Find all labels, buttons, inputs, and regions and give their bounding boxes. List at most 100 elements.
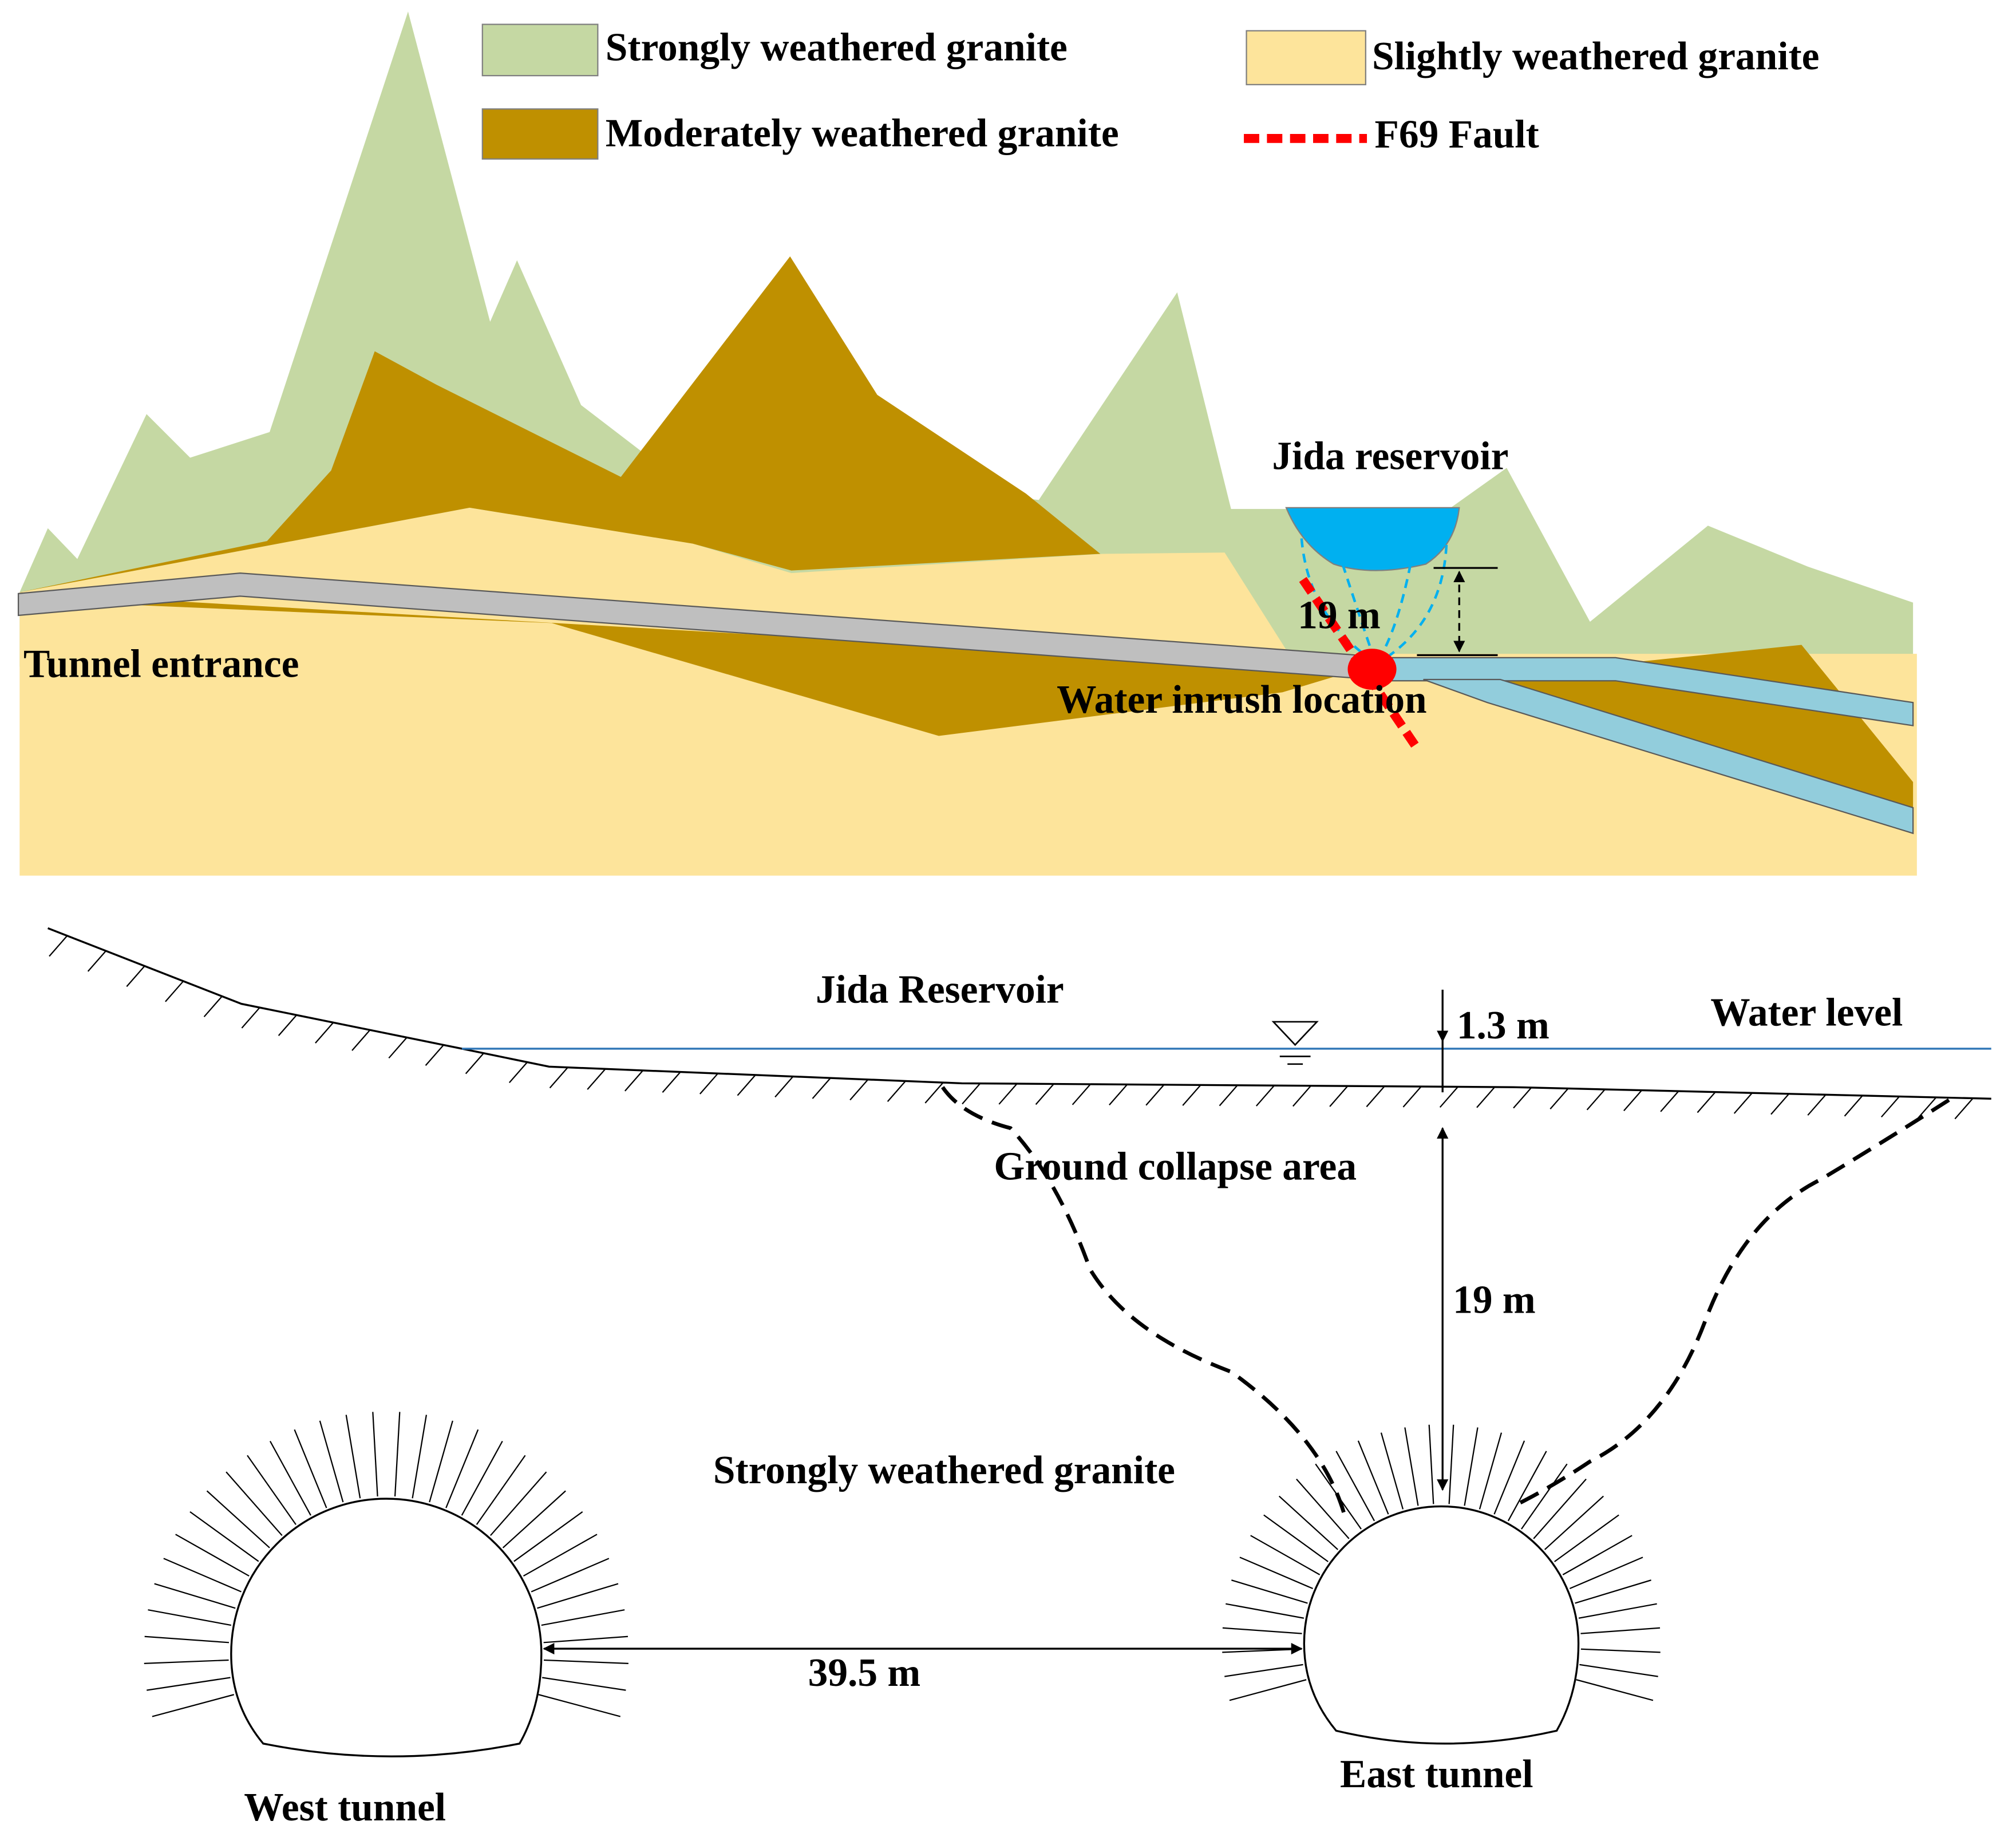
hatch-tick xyxy=(1239,1556,1314,1590)
hatch-tick xyxy=(1513,1087,1532,1109)
tunnel-entrance-label: Tunnel entrance xyxy=(23,642,299,686)
hatch-tick xyxy=(549,1066,568,1089)
legend-label-moderate: Moderately weathered granite xyxy=(606,111,1119,155)
hatch-tick xyxy=(1145,1084,1165,1106)
hatch-tick xyxy=(1428,1424,1434,1504)
hatch-tick xyxy=(1292,1085,1312,1107)
hatch-tick xyxy=(1880,1096,1900,1118)
hatch-tick xyxy=(737,1074,756,1096)
hatch-tick xyxy=(624,1070,644,1092)
hatch-tick xyxy=(1380,1432,1404,1510)
hatch-tick xyxy=(165,981,184,1002)
hatch-tick xyxy=(1580,1627,1661,1634)
east-tunnel xyxy=(1222,1424,1661,1745)
hatch-tick xyxy=(319,1420,344,1503)
hatch-tick xyxy=(461,1440,503,1516)
hatch-tick xyxy=(226,1471,283,1536)
hatch-tick xyxy=(1575,1579,1651,1604)
hatch-tick xyxy=(1562,1535,1632,1575)
legend-swatch-slight xyxy=(1246,30,1366,85)
hatch-tick xyxy=(269,1440,311,1516)
west-tunnel xyxy=(144,1412,628,1757)
hatch-tick xyxy=(1918,1097,1937,1119)
hatch-tick xyxy=(394,1412,401,1497)
cross-section: Jida Reservoir 1.3 m Water level Ground … xyxy=(47,927,1991,1830)
hatch-tick xyxy=(126,965,145,987)
hatch-tick xyxy=(1733,1092,1753,1114)
hatch-tick xyxy=(49,935,68,957)
hatch-tick xyxy=(1476,1087,1496,1108)
water-level-symbol xyxy=(1271,1021,1319,1065)
hatch-tick xyxy=(476,1455,526,1525)
water-inrush-label: Water inrush location xyxy=(1057,678,1427,722)
hatch-tick xyxy=(87,950,106,972)
hatch-tick xyxy=(147,1677,231,1691)
hatch-tick xyxy=(425,1044,444,1066)
hatch-tick xyxy=(1623,1089,1643,1112)
east-tunnel-rock-bolts xyxy=(1222,1424,1661,1701)
east-tunnel-outline xyxy=(1303,1505,1580,1745)
hatch-tick xyxy=(1807,1094,1827,1116)
hatch-tick xyxy=(1533,1479,1587,1539)
hatch-tick xyxy=(1222,1627,1302,1634)
hatch-tick xyxy=(1579,1664,1658,1677)
hatch-tick xyxy=(1549,1088,1569,1109)
hatch-tick xyxy=(144,1659,229,1664)
hatch-tick xyxy=(163,1558,242,1593)
hatch-tick xyxy=(587,1068,606,1090)
ground-surface-line xyxy=(47,927,1991,1100)
legend-label-strong: Strongly weathered granite xyxy=(606,25,1068,69)
hatch-tick xyxy=(1335,1451,1375,1522)
legend-swatch-strong xyxy=(481,23,599,77)
cover-depth-label: 19 m xyxy=(1453,1278,1536,1322)
legend: Strongly weathered granite Slightly weat… xyxy=(481,23,1819,160)
hatch-tick xyxy=(1586,1089,1606,1111)
hatch-tick xyxy=(1697,1091,1716,1113)
hatch-tick xyxy=(513,1511,583,1562)
west-tunnel-label: West tunnel xyxy=(244,1785,446,1830)
hatch-tick xyxy=(812,1077,831,1099)
hatch-tick xyxy=(502,1490,566,1548)
hatch-tick xyxy=(1315,1463,1362,1530)
hatch-tick xyxy=(490,1471,547,1536)
hatch-tick xyxy=(523,1534,598,1577)
east-tunnel-label: East tunnel xyxy=(1340,1752,1533,1796)
hatch-tick xyxy=(1404,1427,1419,1506)
hatch-tick xyxy=(544,1659,628,1664)
hatch-tick xyxy=(531,1558,610,1593)
water-depth-label: 1.3 m xyxy=(1457,1004,1549,1048)
hatch-tick xyxy=(538,1694,621,1717)
hatch-tick xyxy=(1226,1603,1305,1619)
geological-profile: Jida reservoir 19 m Tunnel entrance Wate… xyxy=(17,11,1917,876)
hatch-tick xyxy=(203,995,223,1017)
hatch-tick xyxy=(541,1677,626,1691)
hatch-tick xyxy=(445,1429,479,1508)
hatch-tick xyxy=(1255,1085,1275,1107)
west-tunnel-outline xyxy=(230,1498,543,1757)
hatch-tick xyxy=(1954,1097,1974,1120)
profile-depth-dimension xyxy=(1417,567,1498,657)
hatch-tick xyxy=(1554,1514,1619,1562)
hatch-tick xyxy=(154,1583,236,1609)
hatch-tick xyxy=(699,1073,719,1095)
hatch-tick xyxy=(1576,1679,1654,1701)
hatch-tick xyxy=(1521,1463,1568,1530)
stratum-label: Strongly weathered granite xyxy=(713,1448,1175,1492)
hatch-tick xyxy=(1182,1084,1201,1106)
hatch-tick xyxy=(1224,1664,1303,1677)
hatch-tick xyxy=(1329,1085,1349,1107)
hatch-tick xyxy=(1109,1084,1128,1106)
hatch-tick xyxy=(315,1022,334,1044)
hatch-tick xyxy=(1229,1679,1307,1701)
hatch-tick xyxy=(1219,1085,1238,1107)
hatch-tick xyxy=(1278,1495,1338,1550)
hatch-tick xyxy=(1402,1086,1422,1108)
profile-reservoir-label: Jida reservoir xyxy=(1272,434,1508,479)
hatch-tick xyxy=(465,1053,484,1074)
hatch-tick xyxy=(1844,1095,1863,1117)
spacing-label: 39.5 m xyxy=(808,1651,921,1695)
hatch-tick xyxy=(388,1037,408,1059)
hatch-tick xyxy=(962,1083,981,1105)
hatch-tick xyxy=(247,1455,297,1525)
